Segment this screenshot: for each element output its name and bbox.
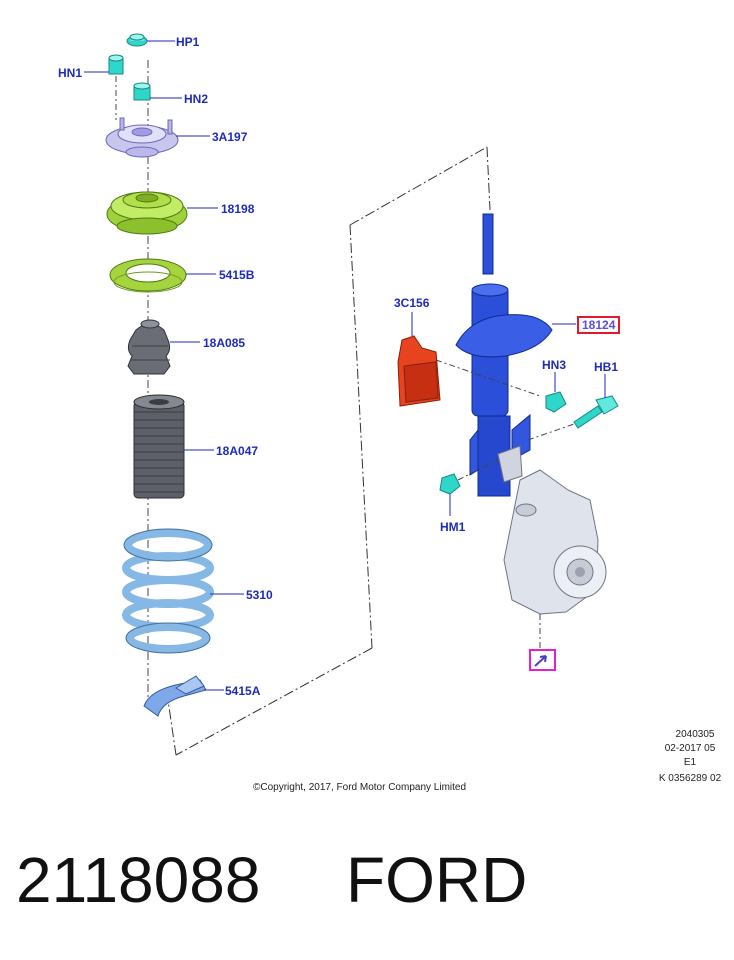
label-hp1: HP1 bbox=[176, 35, 200, 49]
coil-spring-outline bbox=[123, 528, 213, 654]
meta-line1: 2040305 bbox=[675, 729, 715, 740]
meta-line4: K 0356289 02 bbox=[658, 773, 722, 784]
label-5415a: 5415A bbox=[225, 684, 261, 698]
label-3a197: 3A197 bbox=[212, 130, 248, 144]
meta-line3: E1 bbox=[683, 757, 697, 768]
bracket-3c156 bbox=[397, 312, 541, 407]
hm1-nut bbox=[439, 459, 499, 516]
highlight-box bbox=[529, 649, 556, 671]
spring-seat-18198 bbox=[106, 191, 218, 235]
label-18a085: 18A085 bbox=[203, 336, 246, 350]
hb1-bolt bbox=[527, 374, 619, 441]
label-18a047: 18A047 bbox=[216, 444, 259, 458]
hp1-cap bbox=[126, 33, 175, 47]
insulator-5415b bbox=[109, 258, 216, 293]
coil-spring-5310 bbox=[122, 529, 214, 653]
meta-line2: 02-2017 05 bbox=[664, 743, 716, 754]
label-3c156: 3C156 bbox=[394, 296, 430, 310]
label-5415b: 5415B bbox=[219, 268, 255, 282]
hn2-nut bbox=[133, 82, 182, 101]
brand-name: FORD bbox=[346, 844, 528, 916]
part-number: 2118088 bbox=[16, 844, 261, 916]
label-hn1: HN1 bbox=[58, 66, 83, 80]
hn3-nut bbox=[545, 372, 567, 413]
copyright-notice: ©Copyright, 2017, Ford Motor Company Lim… bbox=[253, 782, 467, 793]
strut-assembly-18124 bbox=[455, 213, 576, 497]
dust-boot-18a047 bbox=[133, 394, 214, 499]
label-5310: 5310 bbox=[246, 588, 273, 602]
label-hb1: HB1 bbox=[594, 360, 619, 374]
steering-knuckle bbox=[497, 445, 607, 648]
insulator-5415a bbox=[143, 675, 224, 717]
hn1-nut bbox=[84, 54, 124, 120]
label-18124: 18124 bbox=[577, 316, 621, 334]
label-hn3: HN3 bbox=[542, 358, 567, 372]
bump-stop-18a085 bbox=[127, 319, 200, 375]
label-hn2: HN2 bbox=[184, 92, 209, 106]
assembly-frame bbox=[167, 146, 491, 756]
upper-mount-3a197 bbox=[105, 117, 210, 158]
label-hm1: HM1 bbox=[440, 520, 466, 534]
label-18198: 18198 bbox=[221, 202, 255, 216]
